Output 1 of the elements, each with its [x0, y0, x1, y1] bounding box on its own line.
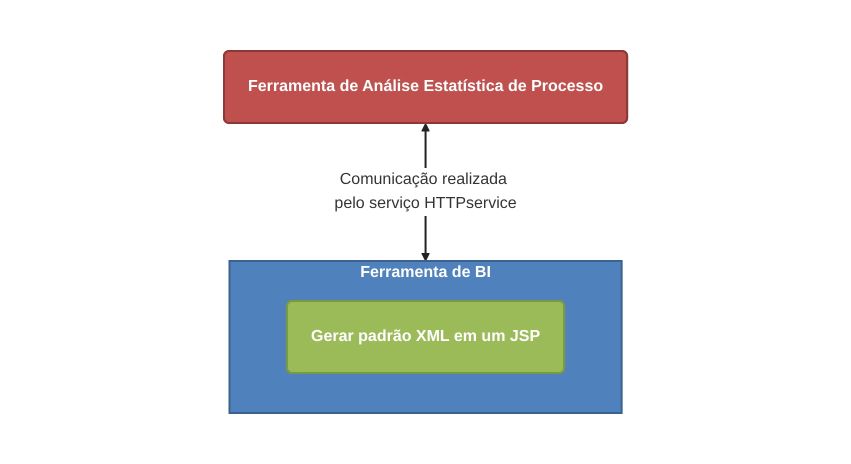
- edge-label: Comunicação realizada pelo serviço HTTPservice: [334, 171, 517, 212]
